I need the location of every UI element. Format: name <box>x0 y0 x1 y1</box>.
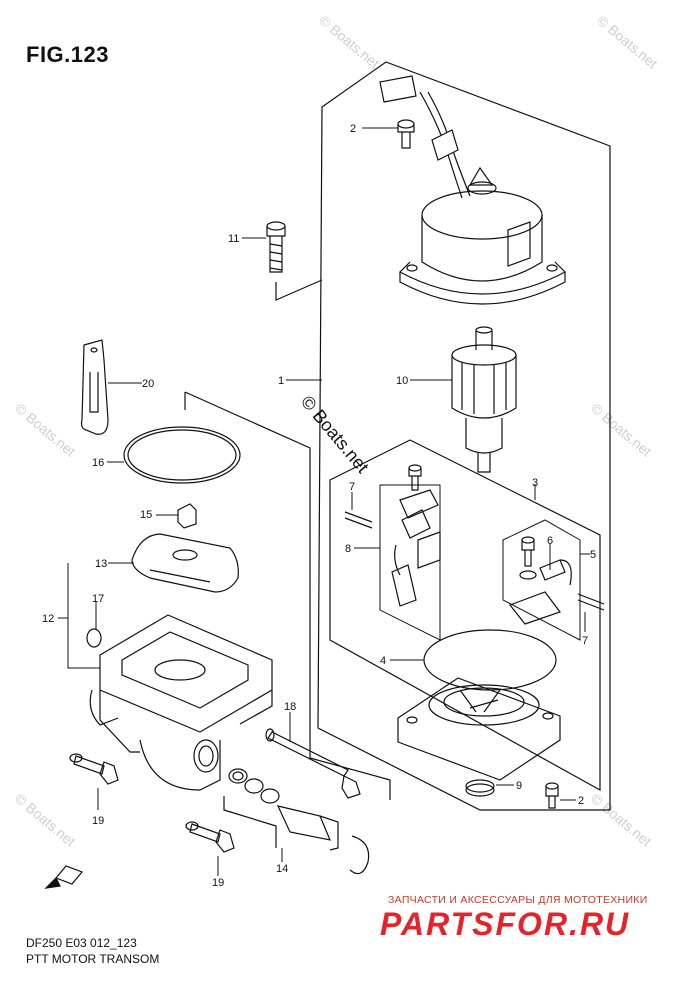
callout-10: 10 <box>396 375 408 387</box>
diagram-code: DF250 E03 012_123 <box>26 936 137 950</box>
brand-logo-text: PARTSFOR.RU <box>380 906 631 942</box>
bolt-2-bottom <box>545 782 559 809</box>
callout-2-top: 2 <box>350 123 356 135</box>
callout-7-right: 7 <box>582 635 588 647</box>
callout-14: 14 <box>276 863 288 875</box>
callout-19-left: 19 <box>92 815 104 827</box>
callout-labels: 2 11 1 10 20 16 15 13 12 17 7 8 3 6 5 7 … <box>42 123 596 889</box>
callout-1: 1 <box>278 375 284 387</box>
watermark-top-right: © Boats.net <box>594 12 661 71</box>
watermark-bottom-left: © Boats.net <box>12 790 79 849</box>
callout-5: 5 <box>590 549 596 561</box>
callout-3: 3 <box>532 477 538 489</box>
o-ring-4 <box>423 629 557 691</box>
watermark-right: © Boats.net <box>588 400 655 459</box>
assembly-frame-3 <box>329 439 601 792</box>
terminal-parts <box>509 536 572 625</box>
callout-12: 12 <box>42 613 54 625</box>
bolt-18 <box>265 728 361 799</box>
bolt-2-top <box>397 119 415 149</box>
callout-7-left: 7 <box>349 481 355 493</box>
left-frame <box>184 391 391 800</box>
callout-20: 20 <box>142 378 154 390</box>
assembly-frame-1 <box>317 61 611 811</box>
part-14-group <box>223 768 370 875</box>
part-15 <box>177 503 197 529</box>
callout-9: 9 <box>516 780 522 792</box>
screw-11 <box>266 221 323 301</box>
diagram-caption: PTT MOTOR TRANSOM <box>26 952 160 966</box>
bolt-19-left <box>69 753 119 785</box>
motor-housing <box>399 166 566 305</box>
callout-2-bottom: 2 <box>578 795 584 807</box>
callout-11: 11 <box>228 233 239 245</box>
callout-6: 6 <box>547 535 553 547</box>
callout-8: 8 <box>345 543 351 555</box>
watermark-top: © Boats.net <box>316 12 383 71</box>
o-ring-16 <box>123 426 241 484</box>
callout-15: 15 <box>140 509 152 521</box>
callout-13: 13 <box>95 558 107 570</box>
callout-17: 17 <box>92 593 104 605</box>
callout-19-right: 19 <box>212 877 224 889</box>
diagram-lines <box>44 61 611 889</box>
bolt-19-right <box>185 821 235 853</box>
callout-4: 4 <box>380 655 386 667</box>
brush-holder-base <box>397 677 561 781</box>
watermark-bottom-right: © Boats.net <box>588 790 655 849</box>
armature <box>451 326 517 473</box>
o-ring-17 <box>86 628 102 648</box>
motor-cable <box>379 75 471 199</box>
terminal-frame-5 <box>502 519 581 641</box>
figure-title: FIG.123 <box>26 42 109 67</box>
watermark-left: © Boats.net <box>12 400 79 459</box>
washer-9 <box>465 783 495 797</box>
brand-tagline: ЗАПЧАСТИ И АКСЕССУАРЫ ДЛЯ МОТОТЕХНИКИ <box>388 894 648 906</box>
callout-16: 16 <box>92 457 104 469</box>
part-20 <box>80 339 109 435</box>
valve-body <box>89 614 273 791</box>
callout-18: 18 <box>284 701 296 713</box>
front-arrow-icon <box>44 865 84 889</box>
part-13-plate <box>131 533 239 593</box>
leader-lines <box>58 127 590 876</box>
brush-parts <box>344 464 605 611</box>
